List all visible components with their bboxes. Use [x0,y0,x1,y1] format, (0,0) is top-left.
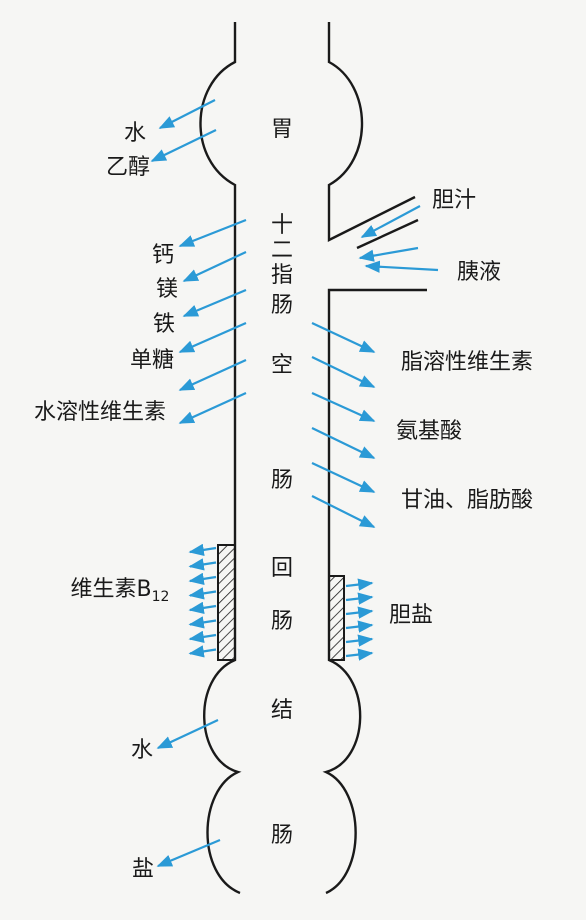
arrow-b12-5 [188,601,217,614]
organ-ileum-2: 肠 [271,609,293,634]
ileum-left-hatch [217,544,236,661]
arrow-bile-salt-6 [345,648,374,661]
arrow-bile-salt-4 [345,620,374,633]
organ-jejunum-2: 肠 [271,468,293,493]
arrow-calcium [178,218,247,248]
arrow-b12-4 [188,587,217,600]
arrow-bile-salt-5 [345,634,374,647]
arrow-ethanol [150,129,217,162]
label-iron: 铁 [153,312,175,337]
label-water-stomach: 水 [124,121,146,146]
label-vitamin-b12-subscript: 12 [152,589,170,605]
organ-duodenum-3: 指 [271,263,293,288]
label-vitamin-b12: 维生素B12 [71,577,170,605]
arrow-bile-salt-2 [345,592,374,605]
label-salt: 盐 [132,857,154,882]
absorption-arrows [150,99,439,868]
label-glycerol-fatty-acids: 甘油、脂肪酸 [401,488,533,513]
arrow-pancreatic-2 [364,260,439,273]
arrow-amino-acids [311,391,376,423]
pancreatic-duct-line [356,218,419,250]
label-bile-salts: 胆盐 [389,603,433,628]
arrow-water-soluble-1 [178,358,247,392]
organ-colon-2: 肠 [271,823,293,848]
arrow-absorb-6 [311,495,376,528]
label-bile: 胆汁 [432,188,476,213]
arrow-monosaccharide [178,321,247,354]
arrow-magnesium [182,251,247,282]
label-vitamin-b12-main: 维生素B [71,577,152,602]
arrow-bile [360,205,421,238]
arrow-absorb-4 [311,427,376,459]
tract-left-wall [199,22,242,895]
digestive-tract-outline [199,22,427,895]
ileum-right-hatch [328,575,345,661]
label-ethanol: 乙醇 [106,155,150,180]
arrow-absorb-2 [311,356,376,388]
organ-duodenum-2: 二 [271,238,293,263]
label-magnesium: 镁 [156,277,178,302]
tract-right-wall-upper [327,22,416,242]
arrow-pancreatic-1 [358,246,419,262]
arrow-b12-8 [188,645,217,658]
organ-stomach: 胃 [271,117,293,142]
label-calcium: 钙 [152,243,174,268]
arrow-iron [182,288,247,318]
organ-colon-1: 结 [271,698,293,723]
label-water-soluble-vitamins: 水溶性维生素 [34,400,166,425]
label-pancreatic-juice: 胰液 [457,260,501,285]
organ-ileum-1: 回 [271,556,293,581]
organ-jejunum-1: 空 [271,353,293,378]
organ-duodenum-4: 肠 [271,293,293,318]
arrow-b12-6 [188,616,217,629]
arrow-bile-salt-3 [345,606,374,619]
label-amino-acids: 氨基酸 [396,419,462,444]
arrow-water-colon [156,719,219,749]
arrow-b12-1 [188,543,217,556]
label-fat-soluble-vitamins: 脂溶性维生素 [401,350,533,375]
tract-right-wall-lower [322,288,427,895]
arrow-b12-2 [188,558,217,571]
arrow-b12-7 [188,630,217,643]
arrow-salt [156,838,221,868]
arrow-water-soluble-2 [178,391,247,425]
arrow-fat-soluble [311,322,376,353]
arrow-bile-salt-1 [345,578,374,591]
label-water-colon: 水 [131,738,153,763]
organ-duodenum-1: 十 [271,213,293,238]
arrow-glycerol [311,462,376,493]
arrow-b12-3 [188,572,217,585]
label-monosaccharide: 单糖 [130,348,174,373]
arrow-water-stomach [158,99,216,129]
